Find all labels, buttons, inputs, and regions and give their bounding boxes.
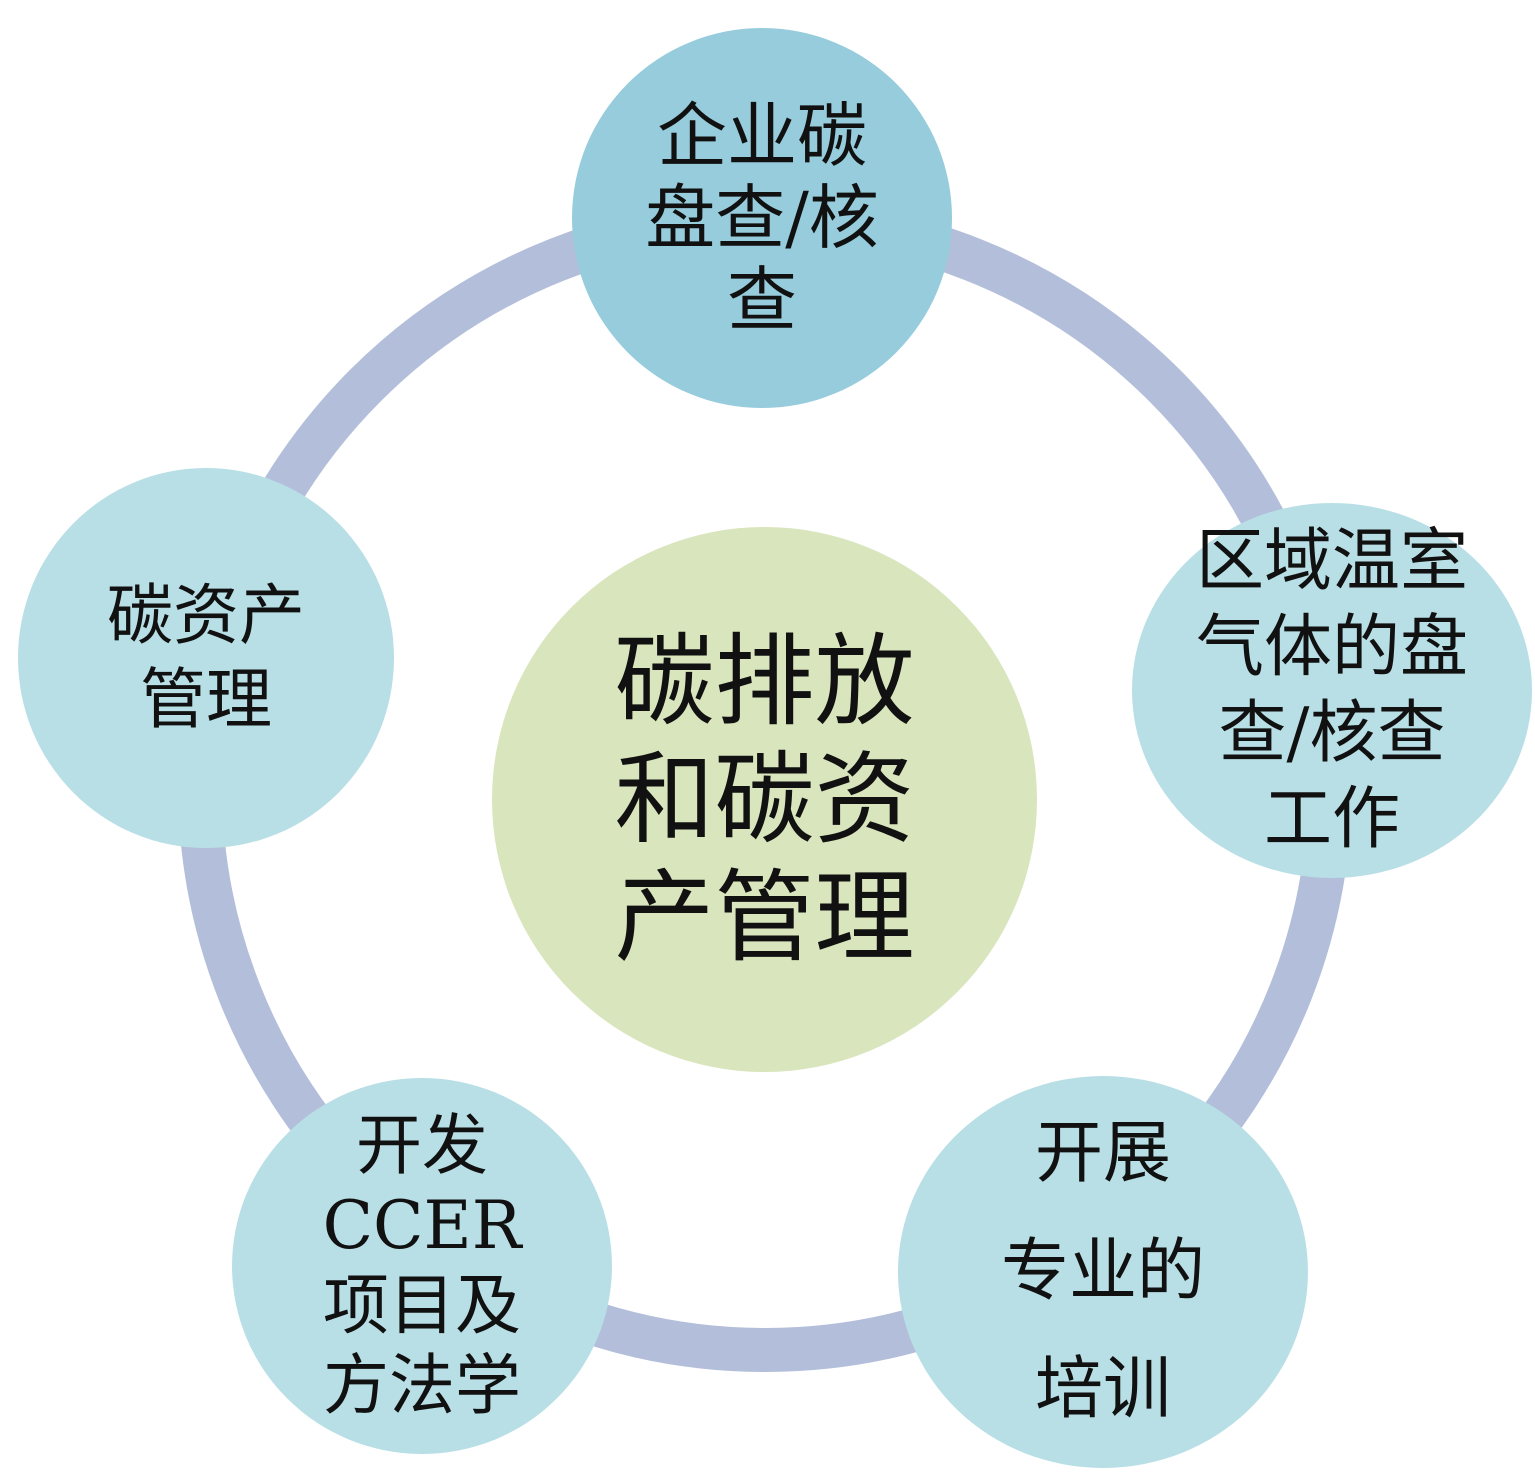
node-ccer-projects-methodology-label: 开发 CCER 项目及 方法学	[323, 1106, 522, 1426]
node-professional-training-label: 开展 专业的 培训	[1001, 1095, 1205, 1449]
label-line: 管理	[140, 661, 272, 738]
label-line: 产管理	[614, 858, 915, 976]
label-line: 企业碳	[657, 95, 867, 177]
label-line: 碳排放	[614, 622, 915, 740]
label-line: 培训	[1034, 1350, 1171, 1429]
node-enterprise-carbon-inventory-label: 企业碳 盘查/核 查	[645, 95, 879, 341]
label-line: 气体的盘	[1195, 607, 1468, 687]
label-line: 查	[727, 259, 797, 341]
node-carbon-asset-management-label: 碳资产 管理	[107, 574, 305, 742]
label-line: 项目及	[323, 1267, 521, 1344]
node-professional-training: 开展 专业的 培训	[898, 1076, 1308, 1468]
label-line: 和碳资	[614, 740, 915, 858]
label-line: 方法学	[323, 1347, 521, 1424]
label-line: 专业的	[1000, 1232, 1205, 1311]
center-node: 碳排放 和碳资 产管理	[492, 527, 1037, 1072]
node-regional-ghg-inventory: 区域温室 气体的盘 查/核查 工作	[1132, 503, 1532, 878]
center-node-label: 碳排放 和碳资 产管理	[615, 623, 915, 977]
label-line: 碳资产	[107, 577, 305, 654]
node-enterprise-carbon-inventory: 企业碳 盘查/核 查	[572, 28, 952, 408]
label-line: 盘查/核	[645, 177, 879, 259]
label-line: CCER	[322, 1187, 522, 1264]
node-carbon-asset-management: 碳资产 管理	[18, 468, 394, 848]
label-line: 查/核查	[1218, 693, 1446, 773]
node-regional-ghg-inventory-label: 区域温室 气体的盘 查/核查 工作	[1196, 519, 1468, 863]
node-ccer-projects-methodology: 开发 CCER 项目及 方法学	[232, 1078, 612, 1454]
label-line: 开发	[356, 1107, 488, 1184]
label-line: 开展	[1034, 1114, 1171, 1193]
label-line: 工作	[1263, 779, 1400, 859]
label-line: 区域温室	[1195, 521, 1468, 601]
